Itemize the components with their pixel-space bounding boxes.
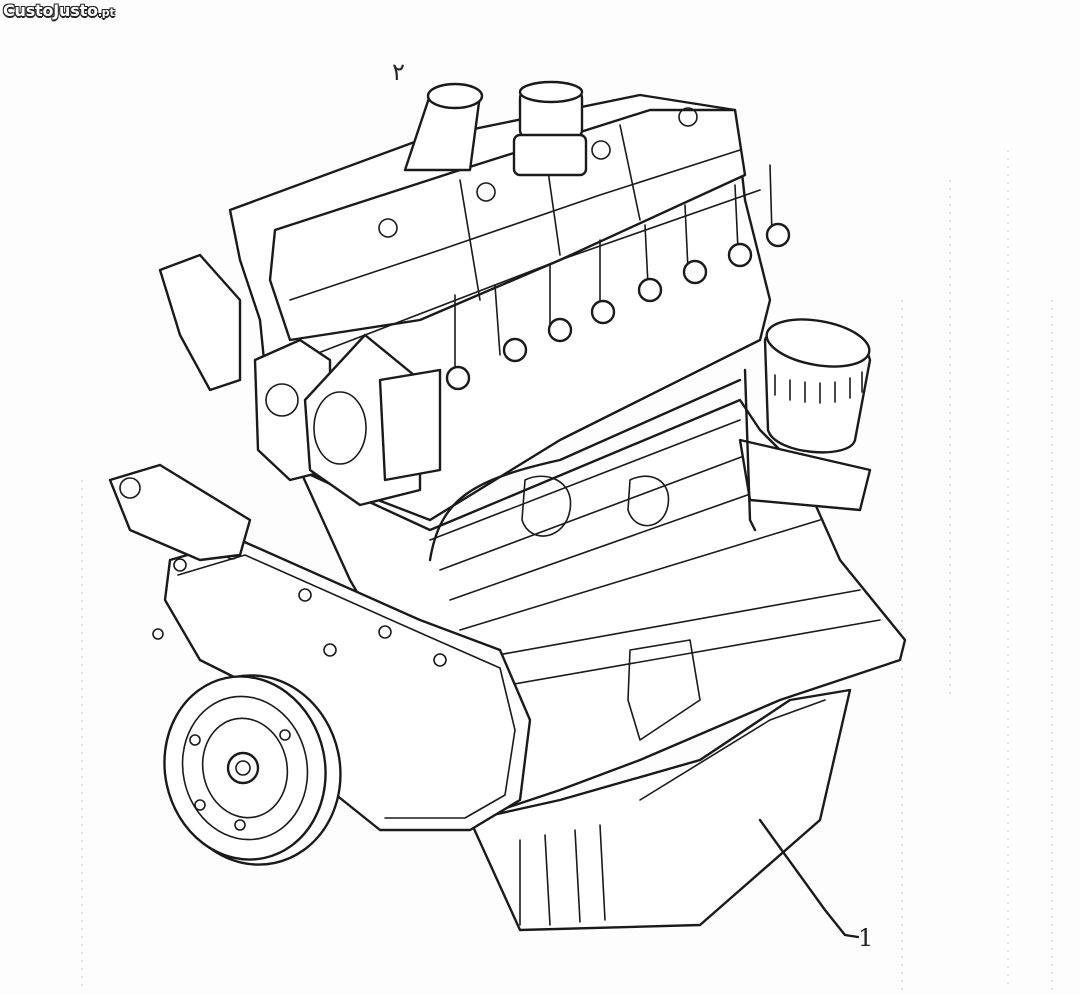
part-callout: 1	[758, 818, 873, 952]
watermark-brand: CustoJusto	[3, 1, 98, 20]
custojusto-watermark: CustoJusto.pt	[0, 0, 118, 21]
watermark-suffix: .pt	[97, 6, 115, 19]
oil-filler-cap	[512, 80, 588, 177]
top-mark: ۲	[392, 58, 405, 86]
part-number-label: 1	[858, 924, 873, 952]
engine-mount	[108, 253, 252, 562]
valve-posts	[445, 164, 791, 391]
oil-pan	[468, 688, 852, 932]
oil-filter	[738, 318, 872, 512]
dipstick-tube	[428, 368, 757, 562]
crank-pulley	[163, 674, 342, 866]
water-outlet	[403, 82, 484, 172]
timing-cover	[152, 538, 532, 832]
manifold-ports	[253, 333, 442, 507]
